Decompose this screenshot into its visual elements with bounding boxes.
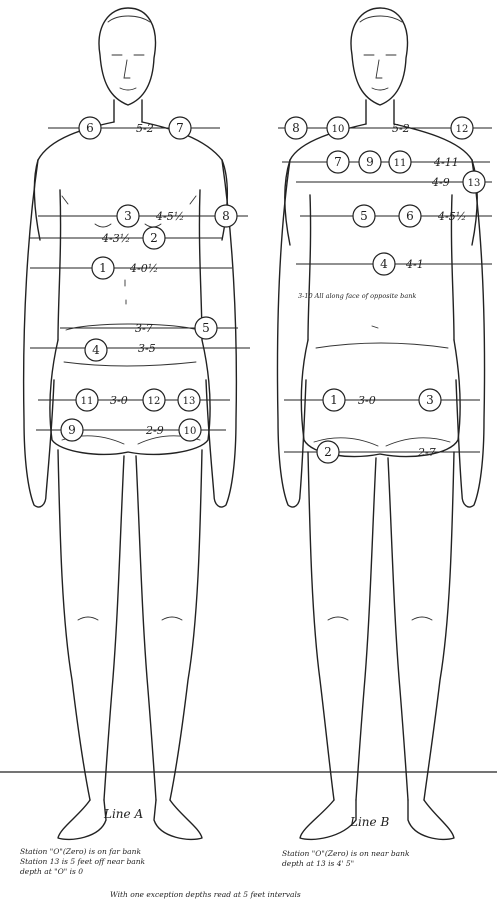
station-number: 1 — [99, 261, 107, 275]
line-a-depth-label: 3-7 — [135, 322, 153, 335]
figure-b-legs — [308, 452, 454, 800]
line-b-annotation: 3-10 All along face of opposite bank — [298, 292, 416, 300]
station-number: 13 — [468, 178, 481, 189]
line-a-note-1: Station "O"(Zero) is on far bank — [20, 847, 141, 856]
line-a-depth-label: 3-0 — [110, 394, 128, 407]
line-b-station-13: 13 — [463, 171, 485, 193]
station-number: 11 — [81, 396, 94, 407]
station-number: 6 — [406, 209, 414, 223]
line-a-station-1: 1 — [92, 257, 114, 279]
footer-note: With one exception depths read at 5 feet… — [110, 890, 301, 899]
line-a-depth-label: 3-5 — [138, 342, 156, 355]
station-number: 2 — [324, 445, 332, 459]
line-b-depth-label: 4-1 — [405, 258, 424, 271]
line-a-station-12: 12 — [143, 389, 165, 411]
station-number: 8 — [222, 209, 230, 223]
line-b-station-6: 6 — [399, 205, 421, 227]
station-number: 1 — [330, 393, 338, 407]
station-number: 11 — [394, 158, 407, 169]
station-number: 12 — [456, 124, 469, 135]
station-number: 12 — [148, 396, 161, 407]
line-b-station-8: 8 — [285, 117, 307, 139]
line-a-station-5: 5 — [195, 317, 217, 339]
line-a-station-10: 10 — [179, 419, 201, 441]
figure-b-left-arm — [278, 160, 307, 507]
line-a-note-3: depth at "O" is 0 — [20, 867, 83, 876]
station-number: 8 — [292, 121, 300, 135]
line-b-label: Line B — [349, 815, 389, 829]
line-b-depth-label: 4-9 — [431, 176, 450, 189]
line-b-station-5: 5 — [353, 205, 375, 227]
figure-a-left-arm — [24, 160, 54, 507]
line-a-note-2: Station 13 is 5 feet off near bank — [20, 857, 146, 866]
figure-b-head — [351, 8, 407, 105]
station-number: 7 — [176, 121, 184, 135]
line-b-station-2: 2 — [317, 441, 339, 463]
line-b-note-2: depth at 13 is 4' 5" — [282, 859, 354, 868]
line-b-note-1: Station "O"(Zero) is on near bank — [282, 849, 410, 858]
figure-a-legs — [58, 450, 202, 800]
line-a-station-11: 11 — [76, 389, 98, 411]
line-a-depth-label: 5-2 — [136, 122, 154, 135]
line-a-station-3: 3 — [117, 205, 139, 227]
station-number: 6 — [86, 121, 94, 135]
station-number: 5 — [202, 321, 210, 335]
station-number: 4 — [92, 343, 100, 357]
line-a-station-8: 8 — [215, 205, 237, 227]
line-b-station-1: 1 — [323, 389, 345, 411]
station-number: 7 — [334, 155, 342, 169]
line-b-depth-label: 4-11 — [433, 156, 459, 169]
line-b-station-12: 12 — [451, 117, 473, 139]
line-a-station-9: 9 — [61, 419, 83, 441]
line-b-station-4: 4 — [373, 253, 395, 275]
line-a-station-13: 13 — [178, 389, 200, 411]
station-number: 3 — [124, 209, 132, 223]
station-number: 10 — [184, 426, 197, 437]
line-a-station-2: 2 — [143, 227, 165, 249]
line-a-depth-label: 4-5½ — [155, 210, 184, 223]
line-b-depth-label: 3-0 — [358, 394, 376, 407]
line-b-station-10: 10 — [327, 117, 349, 139]
line-a-station-4: 4 — [85, 339, 107, 361]
line-b-depth-label: 2-7 — [417, 446, 436, 459]
station-number: 4 — [380, 257, 388, 271]
line-a-depth-label: 4-3½ — [101, 232, 130, 245]
station-number: 2 — [150, 231, 158, 245]
station-number: 10 — [332, 124, 345, 135]
station-number: 13 — [183, 396, 196, 407]
station-number: 9 — [366, 155, 374, 169]
line-b-station-3: 3 — [419, 389, 441, 411]
station-number: 9 — [68, 423, 76, 437]
line-a-depth-label: 4-0½ — [129, 262, 158, 275]
figure-a-head — [99, 8, 155, 105]
line-a-station-6: 6 — [79, 117, 101, 139]
line-b-station-7: 7 — [327, 151, 349, 173]
line-a-depth-label: 2-9 — [145, 424, 164, 437]
line-a-station-7: 7 — [169, 117, 191, 139]
station-number: 5 — [360, 209, 368, 223]
line-b-station-9: 9 — [359, 151, 381, 173]
station-number: 3 — [426, 393, 434, 407]
line-b-depth-label: 4-5½ — [437, 210, 466, 223]
line-b-station-11: 11 — [389, 151, 411, 173]
line-a-label: Line A — [103, 807, 143, 821]
line-b-depth-label: 5-2 — [392, 122, 410, 135]
